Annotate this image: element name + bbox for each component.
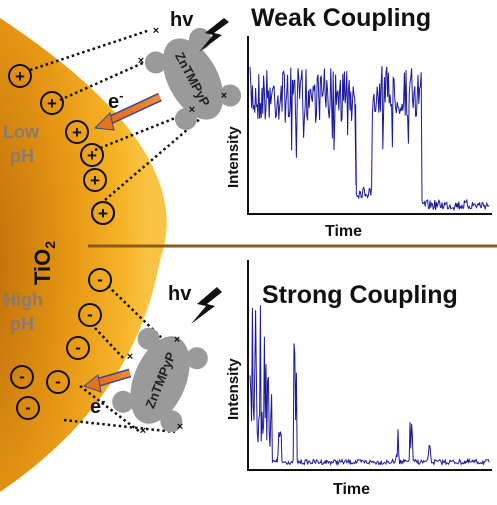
tether-line — [63, 418, 176, 434]
top-trace-xlabel: Time — [325, 223, 362, 240]
negative-charge-icon: - — [16, 396, 40, 420]
negative-charge-icon: - — [66, 336, 90, 360]
bottom-molecule-charge: × — [140, 425, 146, 437]
negative-charge-icon: - — [78, 303, 102, 327]
top-trace-axes — [247, 36, 492, 215]
bottom-molecule: ZnTMPyP — [112, 327, 208, 433]
low-ph-label-line2: pH — [10, 146, 34, 166]
svg-text:-: - — [75, 338, 81, 357]
top-molecule-lobe-2 — [219, 84, 242, 107]
top-molecule-body — [162, 38, 224, 120]
svg-text:-: - — [97, 270, 103, 289]
tio2-label-main: TiO — [30, 249, 55, 285]
svg-text:+: + — [98, 204, 108, 223]
bottom-lightning-icon — [191, 287, 222, 324]
bottom-panel-title: Strong Coupling — [262, 281, 458, 309]
top-lightning-icon — [199, 18, 229, 52]
bottom-trace-plot: Intensity Time — [225, 260, 492, 498]
low-ph-label-line1: Low — [3, 122, 40, 142]
bottom-trace-axes — [247, 260, 492, 471]
positive-charge-icon: + — [8, 64, 32, 88]
svg-text:+: + — [47, 94, 57, 113]
bottom-molecule-lobe-3 — [160, 410, 183, 433]
tether-line — [79, 385, 141, 433]
positive-surface-charges: +++++++ — [8, 64, 115, 225]
tio2-label: TiO2 — [30, 241, 58, 285]
bottom-molecule-charge: × — [127, 351, 133, 363]
svg-text:-: - — [55, 372, 61, 391]
top-panel-title: Weak Coupling — [251, 4, 431, 32]
tether-line — [29, 28, 151, 72]
bottom-molecule-lobe-1 — [112, 390, 135, 413]
high-ph-label-line1: High — [3, 290, 43, 310]
tether-line — [107, 285, 171, 347]
negative-surface-charges: ------ — [10, 268, 112, 420]
top-molecule-charge: × — [221, 90, 227, 102]
top-intensity-trace — [249, 66, 490, 212]
top-hv-label: hv — [170, 9, 194, 31]
top-trace-plot: Intensity Time — [225, 36, 492, 240]
top-molecule-charges: × × × × — [138, 25, 227, 116]
negative-charge-icon: - — [88, 268, 112, 292]
svg-text:+: + — [87, 146, 97, 165]
bottom-molecule-charge: × — [174, 334, 180, 346]
top-molecule-charge: × — [189, 104, 195, 116]
tether-line — [94, 327, 126, 361]
svg-text:-: - — [87, 305, 93, 324]
positive-charge-icon: + — [83, 168, 107, 192]
bottom-molecule-charges: × × × × — [127, 334, 183, 437]
svg-text:-: - — [25, 398, 31, 417]
bottom-trace-xlabel: Time — [333, 481, 370, 498]
top-trace-ylabel: Intensity — [225, 126, 242, 188]
top-electron-arrow — [93, 92, 162, 131]
bottom-trace-ylabel: Intensity — [225, 358, 242, 420]
tether-line — [94, 110, 191, 152]
bottom-molecule-body — [130, 336, 190, 424]
svg-text:+: + — [90, 171, 100, 190]
bottom-intensity-trace — [249, 305, 490, 467]
bottom-molecule-charge: × — [177, 421, 183, 433]
positive-charge-icon: + — [40, 91, 64, 115]
top-molecule-lobe-4 — [174, 107, 197, 130]
svg-text:+: + — [72, 123, 82, 142]
bottom-electron-arrow — [82, 368, 132, 393]
bottom-molecule-lobe-4 — [185, 347, 208, 370]
bottom-electron-label: e- — [90, 393, 105, 418]
top-molecule-charge: × — [138, 55, 144, 67]
top-molecule-charge: × — [153, 25, 159, 37]
tio2-particle — [0, 18, 167, 492]
negative-charge-icon: - — [10, 365, 34, 389]
bottom-hv-label: hv — [168, 283, 192, 305]
svg-text:+: + — [98, 204, 108, 223]
bottom-molecule-lobe-2 — [137, 327, 160, 350]
positive-charge-icon: + — [80, 143, 104, 167]
top-molecule-lobe-3 — [144, 51, 167, 74]
negative-charge-icon: - — [46, 370, 70, 394]
top-molecule: ZnTMPyP — [144, 28, 242, 130]
positive-charge-icon: + — [91, 201, 115, 225]
high-ph-label-line2: pH — [10, 314, 34, 334]
svg-text:+: + — [15, 67, 25, 86]
svg-text:-: - — [19, 367, 25, 386]
tio2-label-sub: 2 — [42, 241, 58, 249]
top-electron-label: e- — [108, 88, 123, 113]
tether-line — [59, 60, 146, 102]
positive-charge-icon: + — [65, 120, 89, 144]
